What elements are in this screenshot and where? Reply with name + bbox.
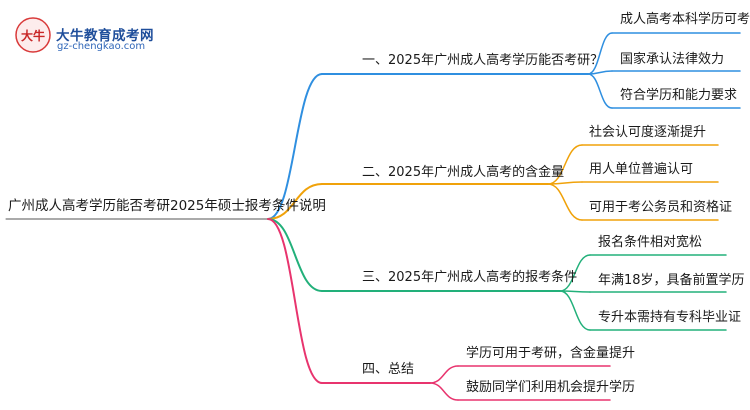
leaf-3-1: 报名条件相对宽松 — [598, 235, 703, 250]
leaf-1-3: 符合学历和能力要求 — [620, 88, 738, 103]
logo-url: gz-chengkao.com — [57, 41, 146, 52]
site-logo[interactable]: 大牛 大牛教育成考网 gz-chengkao.com — [14, 16, 174, 56]
leaf-3-2: 年满18岁，具备前置学历 — [598, 273, 745, 288]
branch-3-connector — [267, 218, 323, 292]
leaf-2-3-connector — [547, 183, 583, 221]
leaf-1-1-connector — [587, 32, 613, 75]
root-topic: 广州成人高考学历能否考研2025年硕士报考条件说明 — [8, 198, 326, 214]
branch-4-connector — [267, 218, 323, 384]
branch-1-connector — [267, 73, 323, 220]
leaf-1-1: 成人高考本科学历可考研 — [620, 12, 750, 27]
leaf-2-1-connector — [547, 144, 583, 185]
branch-4-label: 四、总结 — [362, 362, 415, 377]
branch-1-label: 一、2025年广州成人高考学历能否考研？ — [362, 53, 604, 68]
logo-title: 大牛教育成考网 — [56, 28, 154, 44]
leaf-4-1-connector — [429, 365, 459, 384]
branch-2-label: 二、2025年广州成人高考的含金量 — [362, 165, 565, 180]
leaf-4-1: 学历可用于考研，含金量提升 — [466, 346, 636, 361]
leaf-3-3-connector — [559, 290, 591, 331]
logo-mark-text: 大牛 — [21, 28, 45, 43]
branch-3-label: 三、2025年广州成人高考的报考条件 — [362, 270, 578, 285]
leaf-4-2-connector — [429, 382, 459, 401]
leaf-2-3: 可用于考公务员和资格证 — [589, 200, 733, 215]
leaf-3-1-connector — [559, 254, 591, 292]
leaf-3-3: 专升本需持有专科毕业证 — [598, 310, 742, 325]
leaf-2-1: 社会认可度逐渐提升 — [589, 125, 707, 140]
leaf-2-2: 用人单位普遍认可 — [589, 162, 694, 177]
leaf-4-2: 鼓励同学们利用机会提升学历 — [466, 380, 636, 395]
logo-mark-icon: 大牛 — [15, 17, 51, 53]
branch-2-connector — [267, 183, 323, 220]
leaf-1-2: 国家承认法律效力 — [620, 52, 725, 67]
leaf-1-3-connector — [587, 73, 613, 109]
